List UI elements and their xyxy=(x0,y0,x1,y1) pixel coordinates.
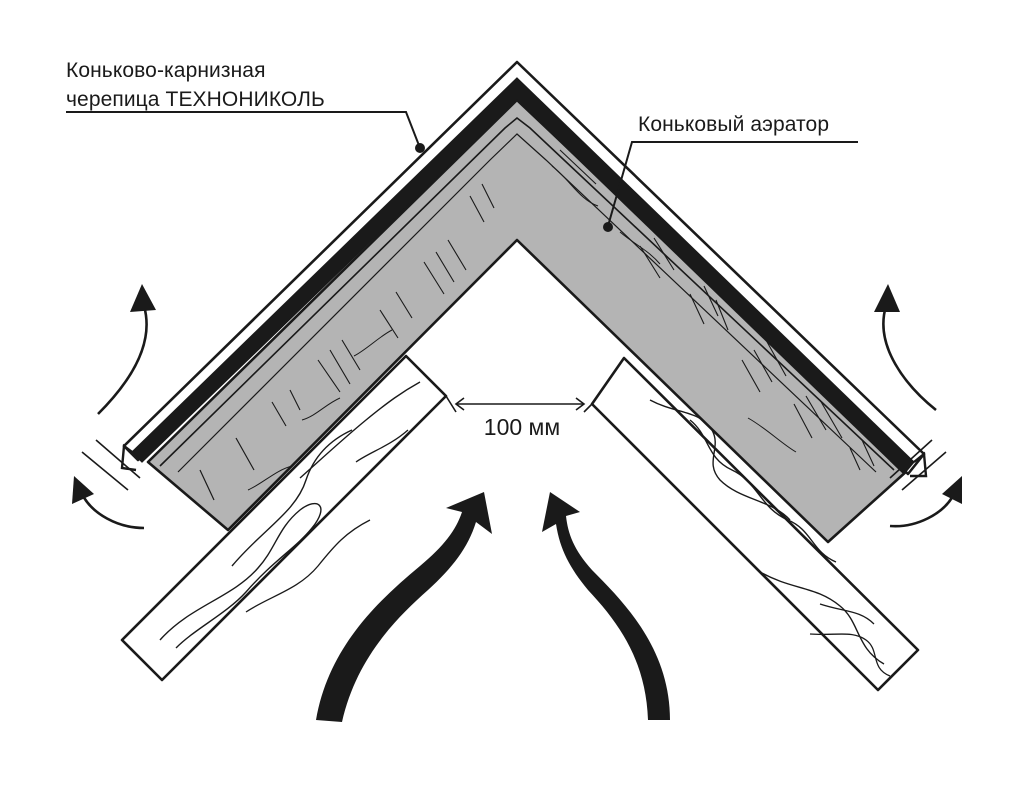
vent-slot-right xyxy=(889,439,947,491)
airflow-arrow-left-bottom xyxy=(72,476,145,530)
airflow-arrow-left-top xyxy=(97,284,156,415)
airflow-arrow-right-large xyxy=(542,492,670,720)
label-leaders xyxy=(66,111,858,232)
left-rafter xyxy=(120,354,448,682)
ridge-tile-label-line1: Коньково-карнизная xyxy=(66,59,266,82)
vent-slot-left xyxy=(81,439,141,491)
vent-gap-label: 100 мм xyxy=(483,414,561,440)
ridge-tile-label: Коньково-карнизная черепица ТЕХНОНИКОЛЬ xyxy=(66,56,325,114)
right-rafter xyxy=(590,356,920,692)
gap-dimension xyxy=(445,395,593,413)
airflow-arrow-right-top xyxy=(874,284,937,412)
ridge-tile-label-line2: черепица ТЕХНОНИКОЛЬ xyxy=(66,88,325,111)
airflow-arrow-left-large xyxy=(316,492,492,722)
ridge-aerator-label: Коньковый аэратор xyxy=(638,113,830,136)
airflow-arrow-right-bottom xyxy=(889,476,962,528)
